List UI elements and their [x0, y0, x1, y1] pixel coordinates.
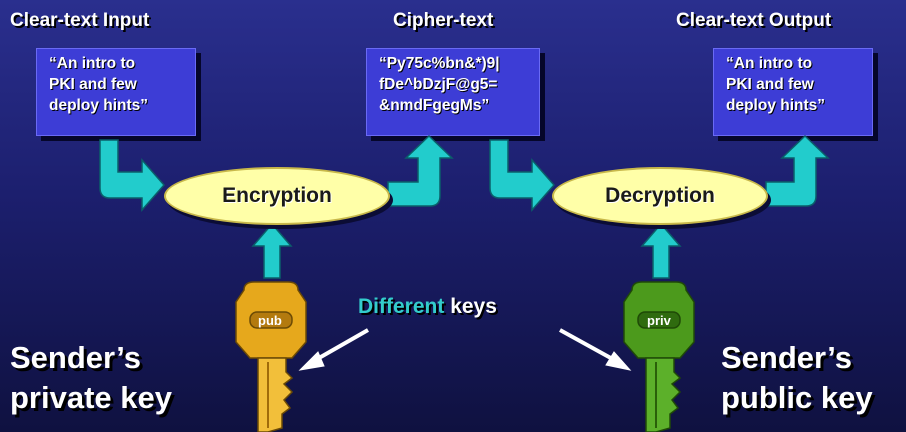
cipher-text: “Py75c%bn&*)9| fDe^bDzjF@g5= &nmdFgegMs” — [379, 55, 500, 114]
input-text: “An intro to PKI and few deploy hints” — [49, 55, 149, 114]
clear-text-input-header: Clear-text Input — [10, 10, 150, 31]
pointer-arrowhead-left — [298, 351, 325, 371]
arrow-key-to-encryption — [251, 222, 293, 279]
cipher-text-header: Cipher-text — [393, 10, 494, 31]
gold-key-icon — [235, 281, 307, 432]
green-key-icon — [623, 281, 695, 432]
different-word: Different — [358, 295, 445, 318]
green-key-label: priv — [647, 313, 672, 328]
sender-public-key-caption: Sender’s public key — [721, 340, 873, 415]
decryption-ellipse: Decryption — [552, 167, 768, 225]
arrow-input-to-encryption — [99, 139, 165, 212]
pointer-arrow-left — [311, 328, 369, 364]
gold-key-label: pub — [258, 313, 282, 328]
keys-word: keys — [450, 295, 497, 318]
input-text-box: “An intro to PKI and few deploy hints” — [36, 48, 196, 136]
encryption-label: Encryption — [222, 184, 332, 207]
cipher-text-box: “Py75c%bn&*)9| fDe^bDzjF@g5= &nmdFgegMs” — [366, 48, 540, 136]
arrow-key-to-decryption — [640, 222, 682, 279]
encryption-ellipse: Encryption — [164, 167, 390, 225]
arrow-cipher-to-decryption — [489, 139, 555, 212]
arrow-encryption-to-cipher — [387, 134, 454, 207]
arrow-decryption-to-output — [765, 134, 830, 207]
decryption-label: Decryption — [605, 184, 715, 207]
output-text-box: “An intro to PKI and few deploy hints” — [713, 48, 873, 136]
pointer-arrow-right — [559, 328, 619, 364]
sender-private-key-caption: Sender’s private key — [10, 340, 172, 415]
output-text: “An intro to PKI and few deploy hints” — [726, 55, 826, 114]
pointer-arrowhead-right — [605, 351, 632, 371]
clear-text-output-header: Clear-text Output — [676, 10, 832, 31]
different-keys-callout: Different keys — [358, 295, 497, 319]
